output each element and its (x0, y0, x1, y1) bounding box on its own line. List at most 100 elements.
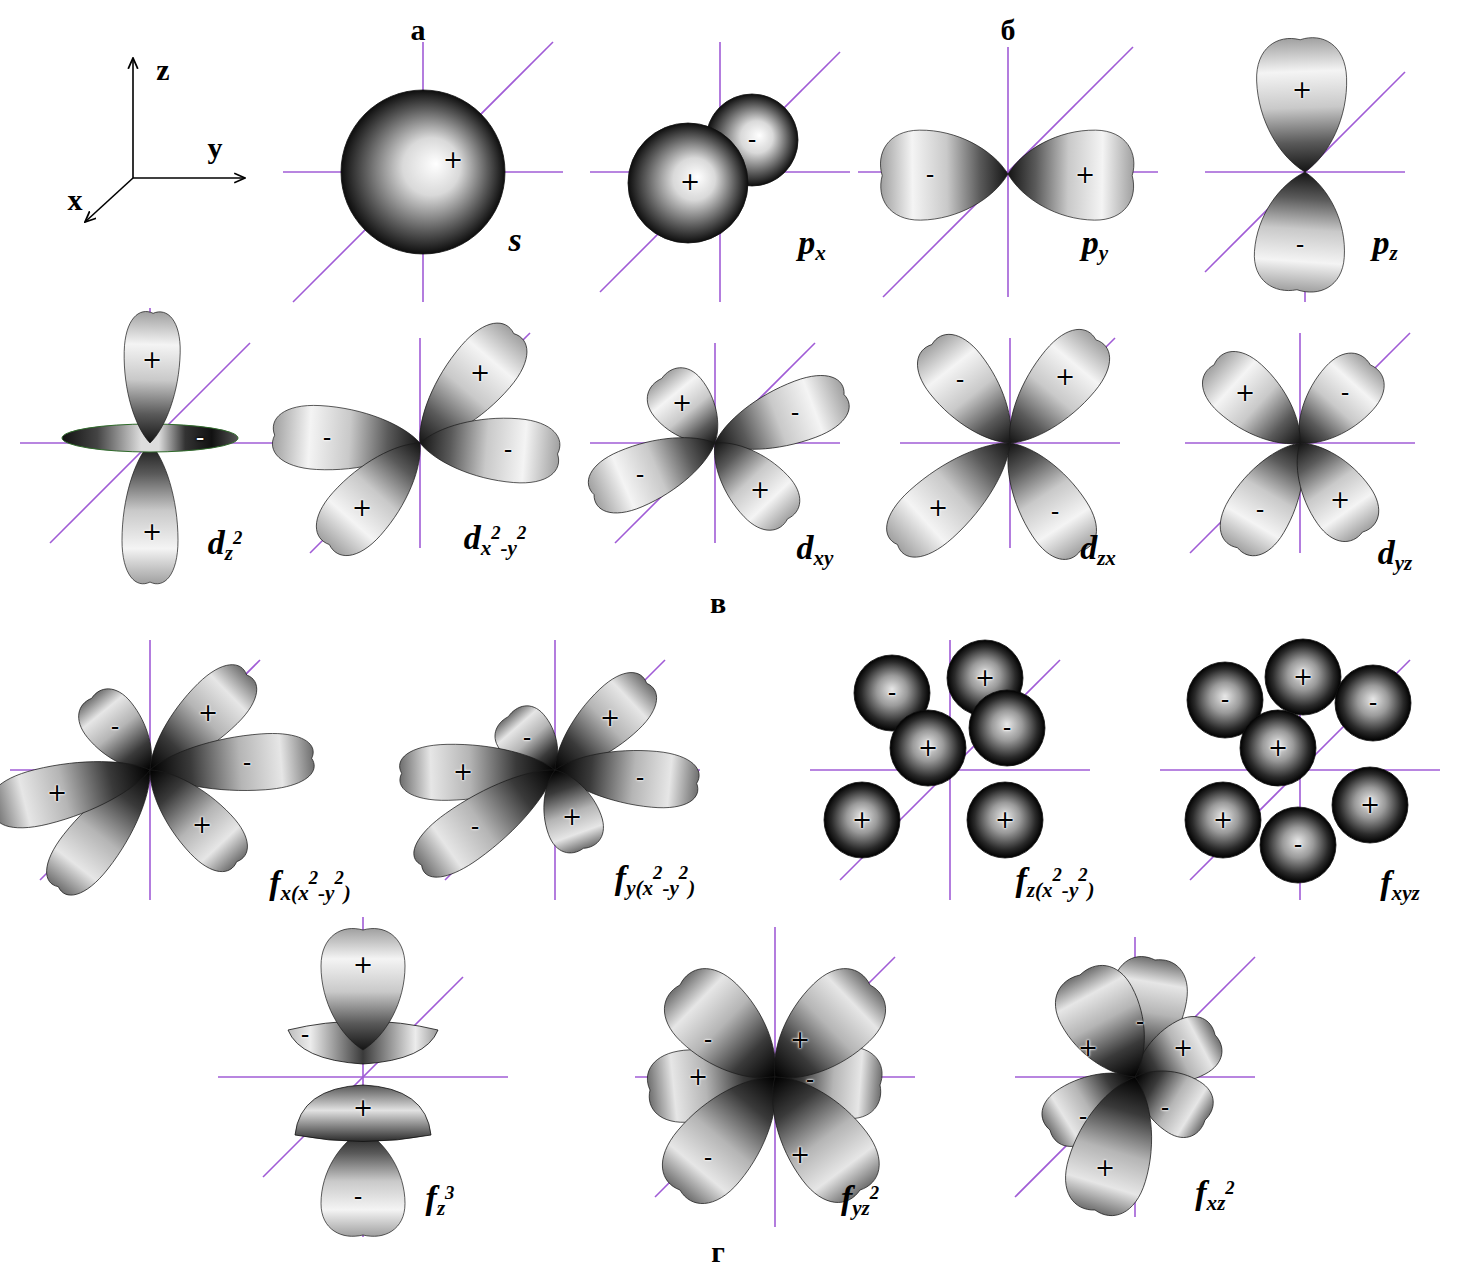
orbital-lobe (880, 129, 1009, 221)
orbital-index: x (814, 546, 825, 570)
orbital-index: y (508, 536, 517, 560)
phase-sign: + (1075, 163, 1095, 187)
phase-sign: + (680, 170, 700, 194)
orbital-index: z (1404, 551, 1412, 575)
orbital-letter: f (615, 859, 626, 896)
orbital-label: py (1082, 226, 1108, 264)
phase-sign: - (1161, 1096, 1170, 1120)
orbital-index: z (225, 541, 233, 565)
phase-sign: + (790, 1143, 810, 1167)
phase-sign: + (1095, 1156, 1115, 1180)
section-letter: б (1001, 15, 1016, 45)
phase-sign: + (192, 813, 212, 837)
orbital-label: fz3 (426, 1181, 455, 1219)
orbital-shapes (0, 36, 1411, 1236)
orbital-index: z (1389, 241, 1397, 265)
phase-sign: - (504, 438, 513, 462)
orbital-index: x (1207, 1191, 1218, 1215)
orbital-letter: p (1372, 224, 1389, 261)
orbital-label: pz (1372, 226, 1397, 264)
phase-sign: - (704, 1146, 713, 1170)
phase-sign: + (790, 1028, 810, 1052)
orbital-index: x (1105, 546, 1116, 570)
phase-sign: - (323, 426, 332, 450)
phase-sign: - (636, 463, 645, 487)
orbital-index: 2 (679, 862, 688, 883)
orbital-index: z (1097, 546, 1105, 570)
phase-sign: + (852, 808, 872, 832)
phase-sign: - (748, 128, 757, 152)
orbital-lobe (529, 760, 610, 858)
orbital-index: z (1027, 878, 1035, 902)
orbital-letter: f (1380, 864, 1391, 901)
orbital-index: y (852, 1196, 861, 1220)
axis-arrow (132, 58, 134, 178)
orbital-label: dxy (797, 531, 834, 569)
phase-sign: + (1292, 78, 1312, 102)
orbital-index: ) (344, 881, 351, 905)
phase-sign: + (995, 808, 1015, 832)
orbital-sphere (1335, 665, 1411, 741)
orbital-label: fy(x2-y2) (615, 861, 695, 899)
orbital-index: z (862, 1196, 870, 1220)
orbital-lobe (581, 415, 727, 522)
phase-sign: - (1051, 500, 1060, 524)
orbital-lobe (321, 929, 405, 1051)
axis-line (600, 52, 840, 292)
orbital-index: y (669, 876, 678, 900)
orbital-label: s (508, 223, 521, 257)
orbital-index: - (662, 876, 669, 900)
orbital-lobe (1274, 425, 1390, 552)
phase-sign: - (1369, 691, 1378, 715)
orbital-sphere (341, 90, 505, 254)
orbital-index: y (1395, 551, 1404, 575)
phase-sign: + (198, 701, 218, 725)
phase-sign: - (888, 681, 897, 705)
phase-sign: - (354, 1185, 363, 1209)
phase-sign: + (918, 736, 938, 760)
phase-sign: - (926, 163, 935, 187)
orbital-lobe (130, 751, 258, 882)
phase-sign: + (1268, 736, 1288, 760)
orbital-letter: s (508, 221, 521, 258)
orbital-index: 2 (870, 1182, 879, 1203)
orbital-sphere (824, 782, 900, 858)
phase-sign: + (47, 781, 67, 805)
orbital-sphere (1265, 639, 1341, 715)
orbital-lobe (1056, 1065, 1173, 1223)
axis-arrow (133, 177, 245, 179)
phase-sign: - (1003, 716, 1012, 740)
phase-sign: + (1330, 488, 1350, 512)
orbital-letter: d (1378, 534, 1395, 571)
orbital-label: fz(x2-y2) (1015, 863, 1094, 901)
orbital-lobe (693, 422, 810, 540)
phase-sign: - (471, 815, 480, 839)
orbital-label: dzx (1080, 531, 1116, 569)
phase-sign: - (1256, 498, 1265, 522)
orbital-index: ( (636, 876, 643, 900)
orbital-index: 2 (1225, 1177, 1234, 1198)
orbital-index: - (501, 536, 508, 560)
orbital-index: ) (688, 876, 695, 900)
orbital-sphere (1332, 767, 1408, 843)
phase-sign: + (142, 348, 162, 372)
orbital-index: y (325, 881, 334, 905)
phase-sign: - (1294, 833, 1303, 857)
orbital-lobe (122, 443, 178, 584)
phase-sign: - (956, 368, 965, 392)
orbital-index: x (481, 536, 492, 560)
orbital-lobe (1252, 169, 1350, 294)
axis-label: y (208, 133, 223, 163)
phase-sign: + (600, 706, 620, 730)
orbital-index: 3 (445, 1182, 454, 1203)
phase-sign: + (1078, 1036, 1098, 1060)
orbital-lobe (875, 419, 1032, 569)
section-letter: г (711, 1237, 725, 1267)
orbital-lobe (1255, 36, 1350, 173)
orbital-lobe (122, 311, 181, 444)
phase-sign: + (1360, 793, 1380, 817)
orbital-index: y (824, 546, 833, 570)
orbital-label: fx(x2-y2) (269, 866, 351, 904)
